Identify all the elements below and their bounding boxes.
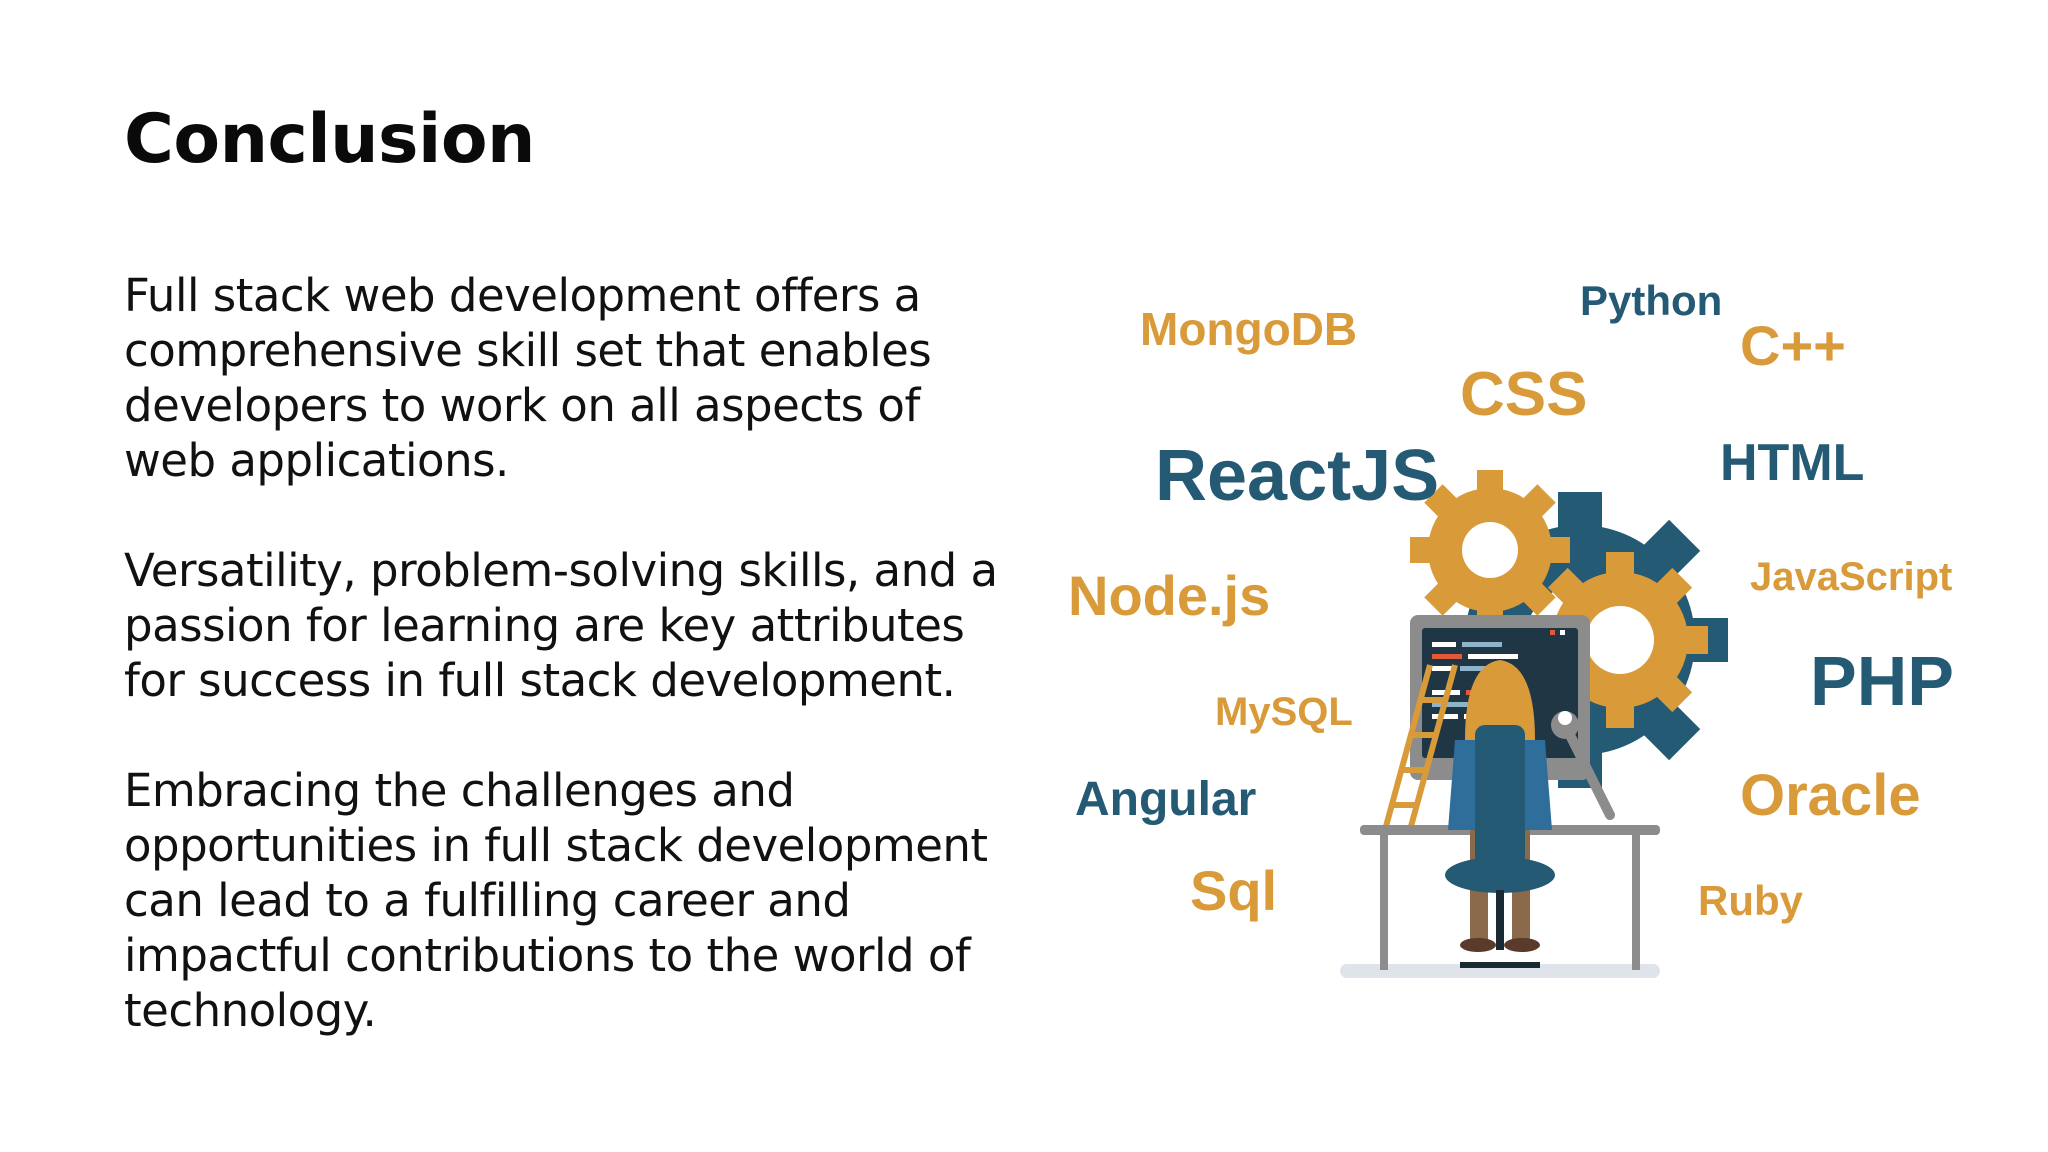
- label-html: HTML: [1720, 434, 1864, 492]
- label-python: Python: [1580, 277, 1722, 324]
- label-angular: Angular: [1075, 773, 1256, 826]
- floor-shadow: [1340, 964, 1660, 978]
- label-css: CSS: [1460, 360, 1587, 429]
- tech-stack-illustration: MongoDB Python C++ CSS ReactJS HTML Node…: [1060, 270, 1960, 990]
- developer-icon: [1445, 660, 1555, 968]
- label-reactjs: ReactJS: [1155, 436, 1439, 516]
- slide-title: Conclusion: [124, 100, 535, 179]
- label-sql: Sql: [1190, 859, 1277, 922]
- label-javascript: JavaScript: [1750, 555, 1952, 599]
- desk-leg-right: [1632, 835, 1640, 970]
- label-mongodb: MongoDB: [1140, 303, 1357, 355]
- body-text: Full stack web development offers a comp…: [124, 268, 1024, 1093]
- ladder-icon: [1382, 664, 1458, 831]
- label-ruby: Ruby: [1698, 877, 1804, 924]
- label-cpp: C++: [1740, 314, 1846, 377]
- label-mysql: MySQL: [1215, 690, 1353, 734]
- paragraph-3: Embracing the challenges and opportuniti…: [124, 764, 988, 1037]
- paragraph-1: Full stack web development offers a comp…: [124, 269, 932, 487]
- wrench-icon: [1551, 711, 1615, 820]
- label-oracle: Oracle: [1740, 763, 1921, 828]
- desk-leg-left: [1380, 835, 1388, 970]
- paragraph-2: Versatility, problem-solving skills, and…: [124, 544, 998, 707]
- label-php: PHP: [1810, 642, 1954, 720]
- label-nodejs: Node.js: [1068, 564, 1270, 627]
